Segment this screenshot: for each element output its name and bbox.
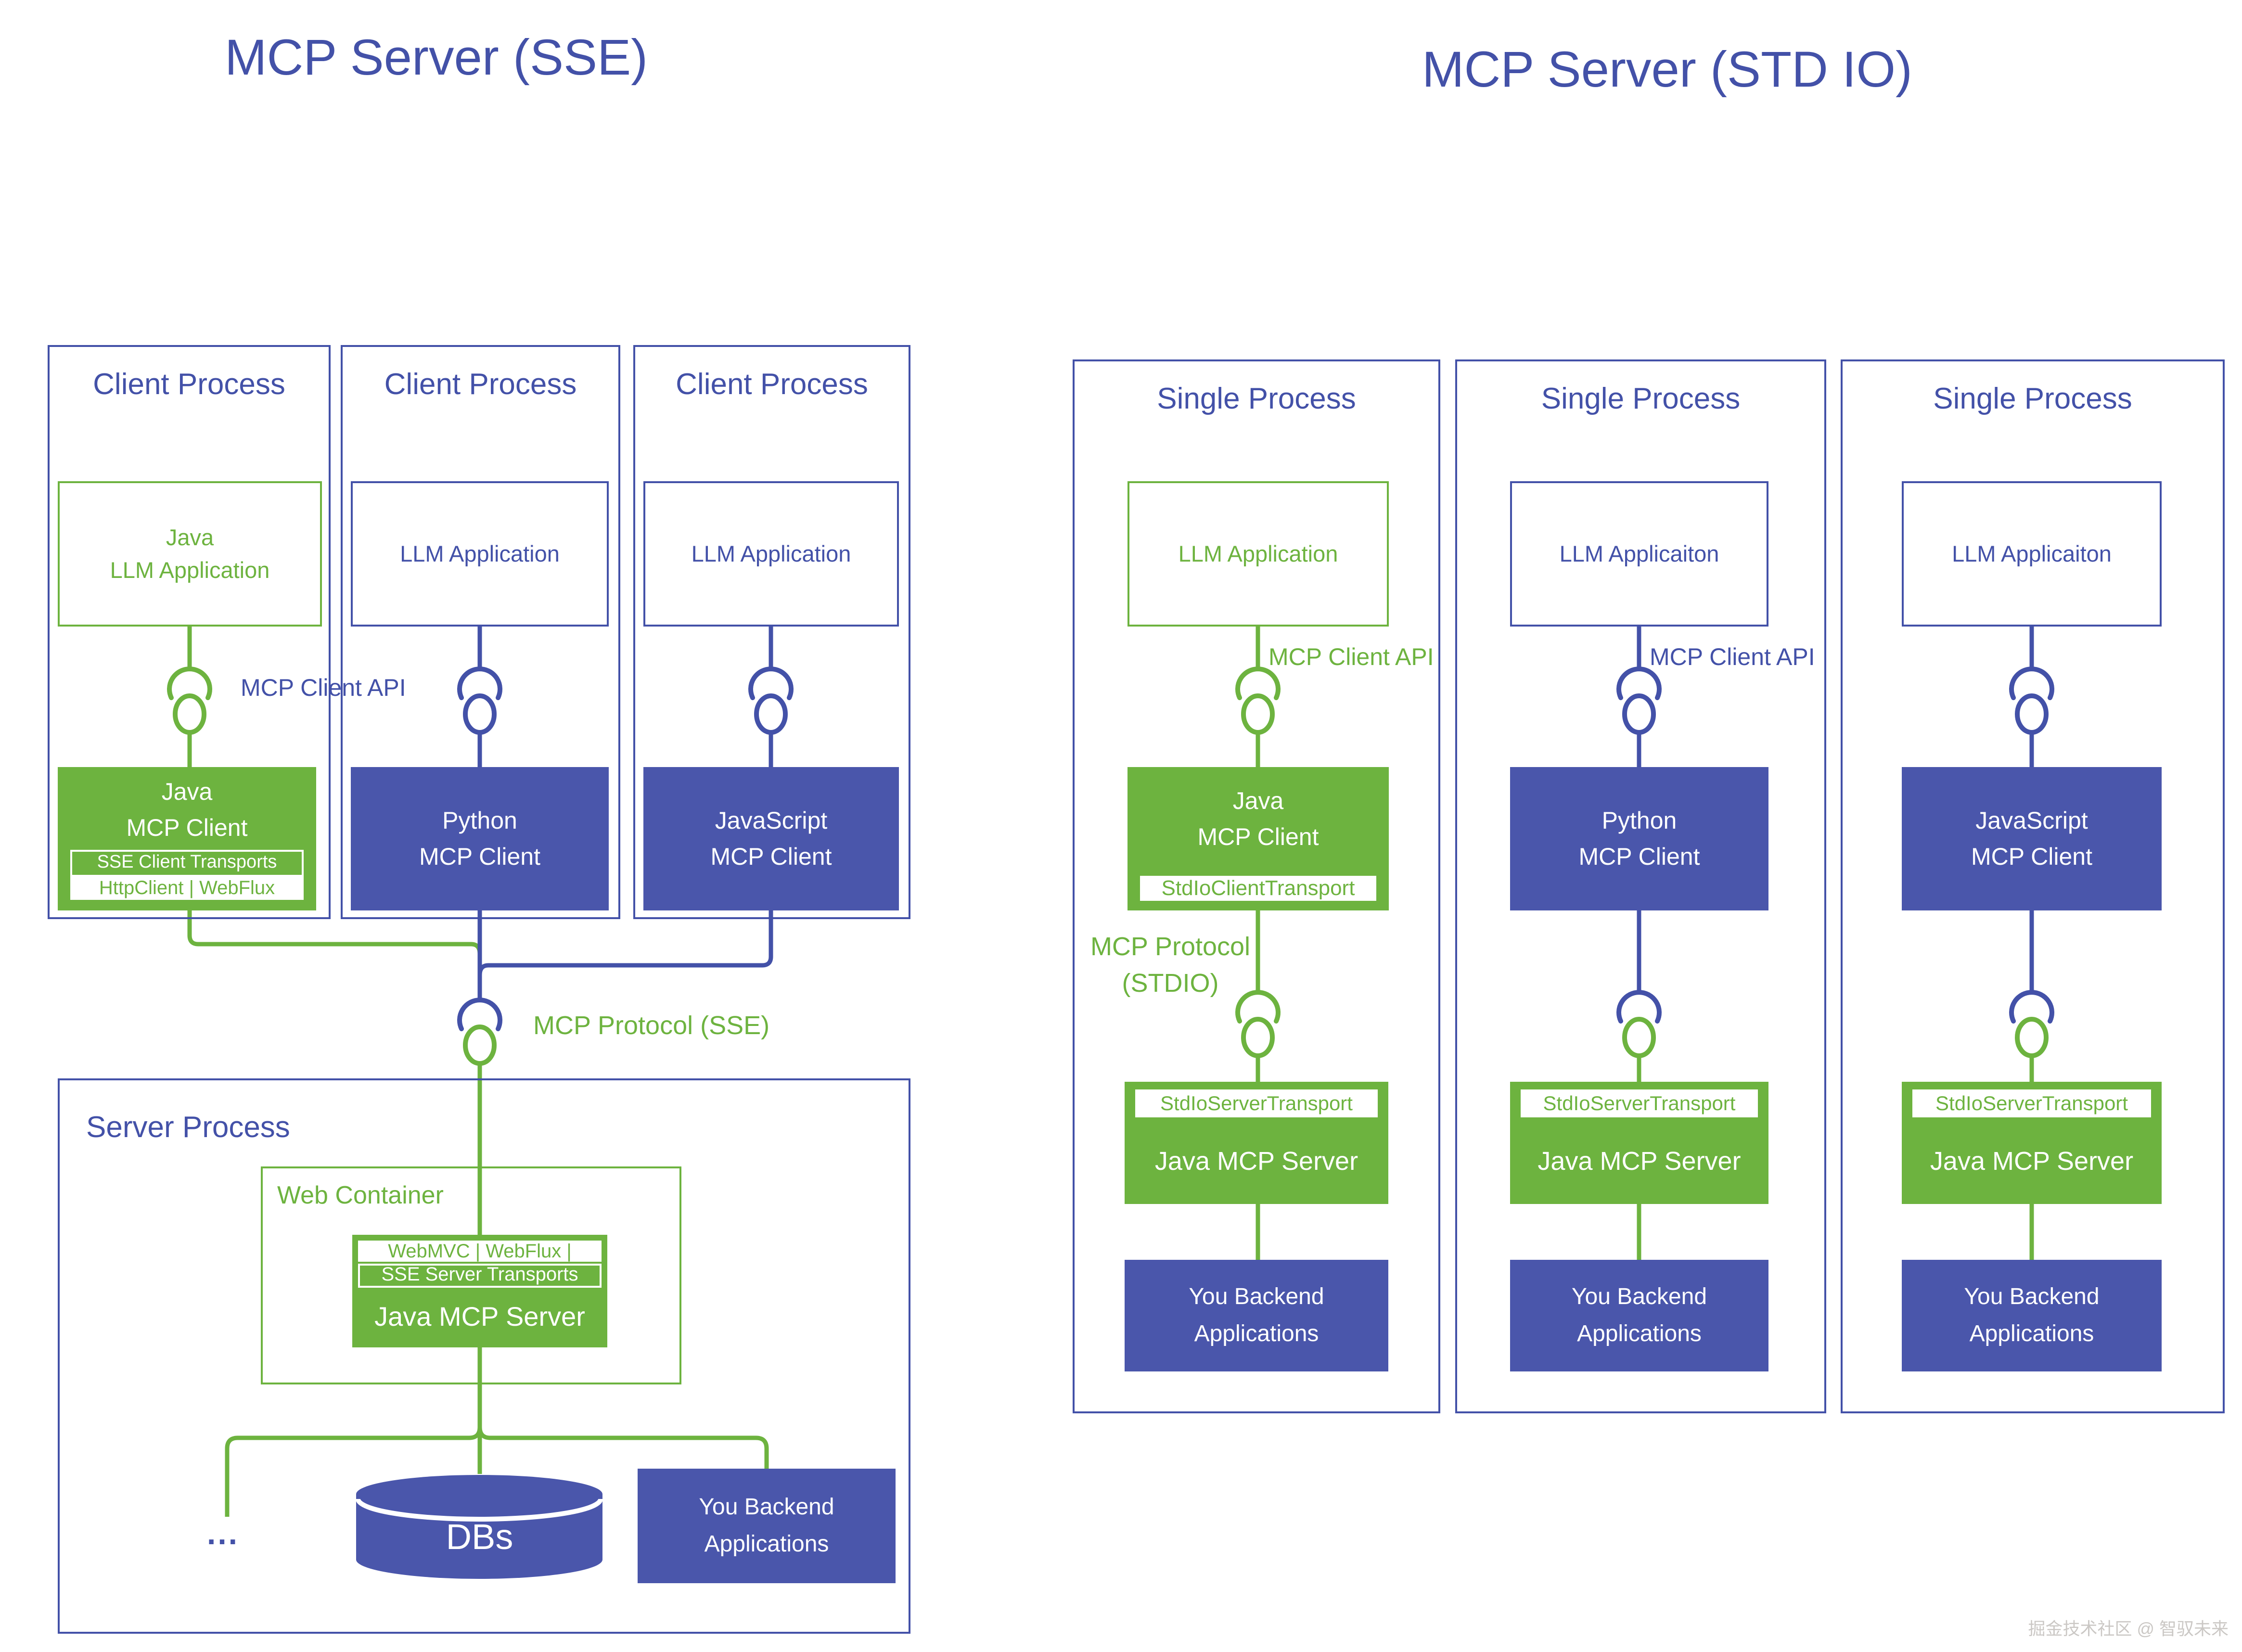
client-process-box-3: Client Process (633, 345, 910, 919)
java-mcp-server-name: Java MCP Server (1537, 1147, 1741, 1176)
llm-application-box: LLM Application (351, 481, 609, 627)
java-mcp-client-box: Java MCP Client SSE Client Transports Ht… (58, 767, 316, 910)
backend-applications-box: You Backend Applications (638, 1469, 896, 1583)
java-mcp-server-box: WebMVC | WebFlux | Servlet SSE Server Tr… (352, 1235, 607, 1347)
python-mcp-client-box: Python MCP Client (1510, 767, 1768, 910)
database-cylinder-icon (356, 1475, 603, 1579)
java-mcp-server-box: StdIoServerTransport Java MCP Server (1902, 1082, 2162, 1204)
mcp-client-api-label: MCP Client API (1650, 643, 1815, 670)
java-mcp-server-name: Java MCP Server (1930, 1147, 2134, 1176)
httpclient-webflux-strip: HttpClient | WebFlux (70, 876, 304, 900)
single-process-header: Single Process (1933, 382, 2132, 415)
mcp-client-api-connector-icon (1616, 666, 1662, 735)
client-process-header: Client Process (676, 368, 868, 401)
javascript-mcp-client-box: JavaScript MCP Client (1902, 767, 2162, 910)
stdio-server-transport-strip: StdIoServerTransport (1135, 1089, 1378, 1117)
watermark: 掘金技术社区 @ 智驭未来 (2028, 1619, 2229, 1639)
stdio-server-transport-strip: StdIoServerTransport (1521, 1089, 1758, 1117)
mcp-client-api-connector-icon (167, 666, 212, 735)
backend-applications-box: You Backend Applications (1510, 1260, 1768, 1371)
client-process-header: Client Process (93, 368, 285, 401)
single-process-header: Single Process (1541, 382, 1741, 415)
sse-server-transports-strip: SSE Server Transports (358, 1264, 602, 1288)
single-process-box-1: Single Process (1073, 359, 1440, 1413)
client-process-header: Client Process (384, 368, 577, 401)
java-mcp-server-box: StdIoServerTransport Java MCP Server (1510, 1082, 1768, 1204)
mcp-client-api-connector-icon (1235, 666, 1281, 735)
mcp-protocol-sse-connector-icon (457, 998, 502, 1066)
mcp-protocol-stdio-connector-icon (2009, 990, 2054, 1058)
stdio-client-transport-strip: StdIoClientTransport (1140, 876, 1376, 901)
left-diagram-title: MCP Server (SSE) (225, 29, 648, 86)
dbs-cylinder: DBs (355, 1474, 604, 1581)
java-mcp-client-name: Java MCP Client (126, 778, 248, 841)
webmvc-webflux-servlet-strip: WebMVC | WebFlux | Servlet (358, 1241, 602, 1283)
client-process-box-1: Client Process (48, 345, 331, 919)
mcp-client-api-connector-icon (457, 666, 502, 735)
mcp-protocol-stdio-connector-icon (1235, 990, 1281, 1058)
llm-application-box: LLM Applicaiton (1902, 481, 2162, 627)
java-mcp-server-name: Java MCP Server (1154, 1147, 1358, 1176)
llm-application-box: LLM Applicaiton (1510, 481, 1768, 627)
server-process-box: Server Process (58, 1078, 910, 1634)
llm-application-box: LLM Application (1127, 481, 1389, 627)
mcp-client-api-label: MCP Client API (241, 674, 406, 701)
ellipsis-more-resources: ... (207, 1515, 240, 1551)
java-mcp-server-name: Java MCP Server (374, 1301, 585, 1332)
single-process-header: Single Process (1157, 382, 1356, 415)
java-mcp-client-name: Java MCP Client (1197, 787, 1319, 850)
mcp-protocol-stdio-label: MCP Protocol (STDIO) (1090, 932, 1251, 998)
client-process-box-2: Client Process (341, 345, 620, 919)
java-mcp-server-box: StdIoServerTransport Java MCP Server (1125, 1082, 1388, 1204)
llm-application-box: LLM Application (643, 481, 899, 627)
sse-client-transports-strip: SSE Client Transports (70, 850, 304, 877)
mcp-client-api-connector-icon (748, 666, 794, 735)
stdio-server-transport-strip: StdIoServerTransport (1912, 1089, 2151, 1117)
single-process-box-2: Single Process (1455, 359, 1826, 1413)
java-llm-application-box: Java LLM Application (58, 481, 322, 627)
web-container-box: Web Container (261, 1166, 681, 1384)
backend-applications-box: You Backend Applications (1125, 1260, 1388, 1371)
single-process-box-3: Single Process (1841, 359, 2225, 1413)
mcp-client-api-connector-icon (2009, 666, 2054, 735)
right-diagram-title: MCP Server (STD IO) (1422, 41, 1912, 98)
python-mcp-client-box: Python MCP Client (351, 767, 609, 910)
web-container-label: Web Container (277, 1181, 444, 1209)
backend-applications-box: You Backend Applications (1902, 1260, 2162, 1371)
java-mcp-client-box: Java MCP Client StdIoClientTransport (1127, 767, 1389, 910)
server-process-header: Server Process (86, 1111, 290, 1144)
mcp-protocol-stdio-connector-icon (1616, 990, 1662, 1058)
mcp-protocol-sse-label: MCP Protocol (SSE) (533, 1011, 770, 1040)
dbs-label: DBs (446, 1516, 513, 1557)
javascript-mcp-client-box: JavaScript MCP Client (643, 767, 899, 910)
mcp-client-api-label: MCP Client API (1268, 643, 1434, 670)
